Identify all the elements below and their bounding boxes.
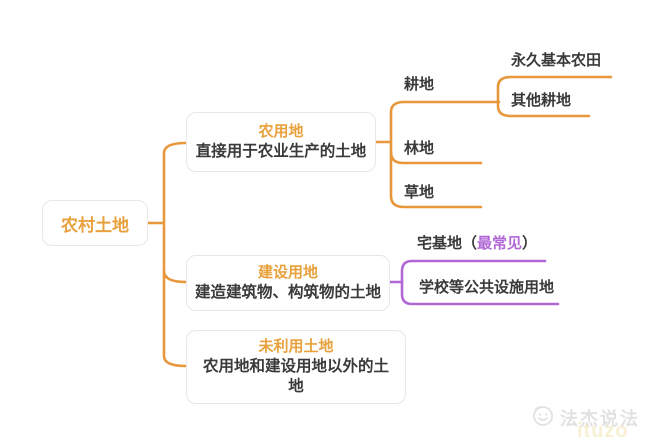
leaf-homestead-suffix: ） <box>522 235 538 252</box>
node-agricultural-land-title: 农用地 <box>258 123 304 140</box>
watermark-faint-text: ituzo <box>577 420 629 442</box>
smiley-face-icon <box>531 403 555 432</box>
node-unused-land: 未利用土地 农用地和建设用地以外的土地 <box>186 330 406 404</box>
leaf-public-facility-land: 学校等公共设施用地 <box>419 279 555 296</box>
leaf-homestead: 宅基地（最常见） <box>417 235 537 253</box>
node-unused-land-title: 未利用土地 <box>258 338 334 355</box>
watermark: 法杰说法 <box>531 403 640 432</box>
leaf-homestead-prefix: 宅基地（ <box>417 235 478 252</box>
leaf-forest-land: 林地 <box>404 140 435 157</box>
leaf-other-cultivated-land: 其他耕地 <box>511 92 572 109</box>
leaf-permanent-basic-farmland: 永久基本农田 <box>511 52 602 69</box>
node-construction-land-title: 建设用地 <box>257 264 318 281</box>
node-agricultural-land: 农用地 直接用于农业生产的土地 <box>186 112 376 172</box>
node-unused-land-subtitle: 农用地和建设用地以外的土地 <box>202 358 389 395</box>
node-construction-land-subtitle: 建造建筑物、构筑物的土地 <box>194 284 381 301</box>
leaf-homestead-highlight: 最常见 <box>477 235 523 252</box>
node-agricultural-land-subtitle: 直接用于农业生产的土地 <box>195 143 367 160</box>
leaf-grassland: 草地 <box>404 184 435 201</box>
root-node-label: 农村土地 <box>61 215 129 235</box>
watermark-brand-text: 法杰说法 <box>560 408 640 429</box>
node-construction-land: 建设用地 建造建筑物、构筑物的土地 <box>186 255 390 311</box>
root-node-rural-land: 农村土地 <box>42 200 148 246</box>
leaf-cultivated-land: 耕地 <box>404 76 435 93</box>
